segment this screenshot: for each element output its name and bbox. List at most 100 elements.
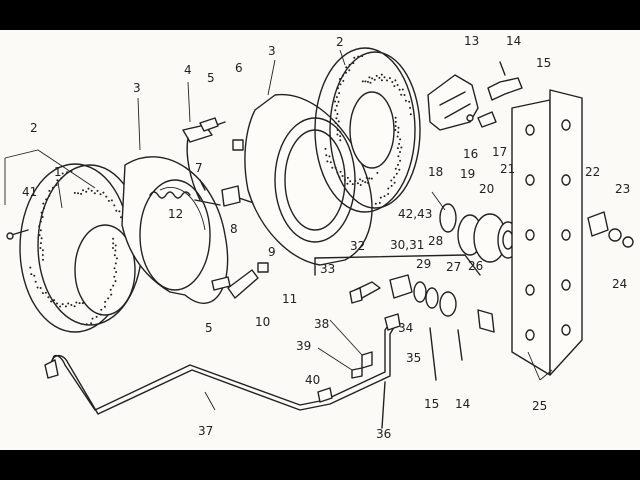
speckle-dot [345,71,347,74]
speckle-dot [56,179,59,182]
speckle-dot [110,293,113,296]
speckle-dot [38,234,41,237]
speckle-dot [50,300,53,303]
callout-11: 11 [282,292,297,306]
callout-4: 4 [184,63,192,77]
speckle-dot [61,303,64,306]
friction-disc-left [19,163,143,333]
speckle-dot [334,121,337,124]
speckle-dot [404,99,407,102]
speckle-dot [337,100,340,103]
speckle-dot [341,74,344,77]
vertical-straps [511,89,583,376]
speckle-dot [114,249,117,252]
callout-12: 12 [168,207,183,221]
callout-29: 29 [416,257,431,271]
speckle-dot [397,163,399,166]
speckle-dot [391,81,394,83]
speckle-dot [396,147,399,150]
speckle-dot [394,116,397,119]
speckle-dot [354,179,357,182]
speckle-dot [56,302,58,305]
speckle-dot [380,73,383,76]
diagram-frame: 2 1 41 3 4 5 6 3 2 7 12 8 9 5 10 11 13 1… [0,30,640,450]
speckle-dot [400,93,403,96]
speckle-dot [371,77,374,80]
speckle-dot [409,106,412,109]
speckle-dot [336,133,339,136]
speckle-dot [336,171,339,174]
speckle-dot [328,155,331,158]
speckle-dot [43,207,45,210]
speckle-dot [39,242,42,245]
speckle-dot [367,80,369,83]
speckle-dot [394,125,397,127]
speckle-dot [334,100,336,103]
callout-18: 18 [428,165,443,179]
speckle-dot [394,79,397,82]
callout-32: 32 [350,239,365,253]
speckle-dot [42,258,44,261]
speckle-dot [367,182,369,184]
callout-3a: 3 [133,81,141,95]
friction-disc-right [314,47,421,213]
speckle-dot [53,299,56,302]
speckle-dot [81,302,84,305]
shaft-assembly [439,203,519,263]
speckle-dot [380,79,383,82]
speckle-dot [393,181,396,184]
speckle-dot [408,100,411,103]
speckle-dot [397,126,400,129]
callout-1: 1 [54,165,62,179]
speckle-dot [39,220,42,223]
speckle-dot [113,267,116,270]
callout-2b: 2 [336,35,344,49]
callout-9: 9 [268,245,276,259]
speckle-dot [364,80,367,83]
callout-10: 10 [255,315,270,329]
callout-3b: 3 [268,44,276,58]
speckle-dot [113,275,116,278]
speckle-dot [375,74,378,77]
brake-pipe [44,313,401,429]
speckle-dot [82,189,84,192]
strap-hole [525,229,535,241]
speckle-dot [113,204,116,207]
speckle-dot [335,96,338,99]
speckle-dot [112,237,115,240]
speckle-dot [337,87,339,90]
speckle-dot [334,166,337,169]
speckle-dot [112,242,115,245]
fasteners [6,117,269,291]
speckle-dot [107,297,110,300]
speckle-dot [399,159,402,162]
speckle-dot [70,304,73,306]
strap-hole [561,119,571,131]
speckle-dot [90,322,93,325]
speckle-dot [104,300,107,303]
speckle-dot [60,177,63,180]
speckle-dot [324,147,327,150]
speckle-dot [348,63,351,66]
speckle-dot [387,193,390,195]
speckle-dot [329,161,332,164]
speckle-dot [85,190,88,193]
speckle-dot [338,176,341,179]
speckle-dot [395,172,398,175]
speckle-dot [55,184,58,186]
speckle-dot [73,305,76,308]
callout-8: 8 [230,222,238,236]
speckle-dot [47,296,50,299]
speckle-dot [336,113,339,115]
speckle-dot [80,192,83,195]
speckle-dot [38,225,41,228]
callout-17: 17 [492,145,507,159]
speckle-dot [352,62,355,65]
speckle-dot [67,302,70,305]
speckle-dot [361,180,364,182]
strap-hole [561,324,571,336]
speckle-dot [394,167,397,170]
strap-hole [525,174,535,186]
speckle-dot [41,249,44,252]
speckle-dot [379,196,382,199]
